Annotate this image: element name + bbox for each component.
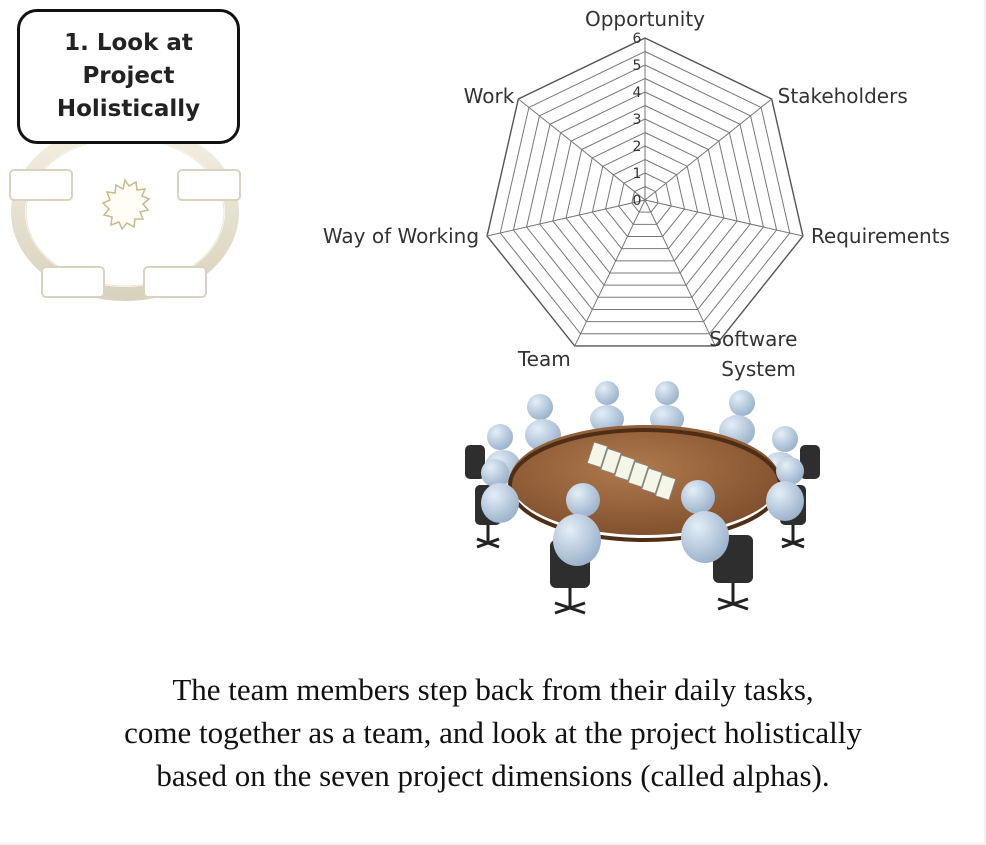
caption-line-2: come together as a team, and look at the… — [124, 715, 862, 750]
radar-tick-label: 6 — [633, 31, 642, 47]
radar-grid-ring — [591, 145, 699, 250]
radar-axis-label: Requirements — [811, 224, 950, 248]
radar-grid-ring — [631, 185, 659, 213]
radar-tick-label: 5 — [633, 58, 642, 74]
caption-line-1: The team members step back from their da… — [172, 672, 814, 707]
radar-grid-ring — [604, 158, 686, 237]
radar-grid-ring — [512, 64, 778, 323]
radar-grid-ring — [486, 37, 804, 347]
cycle-box-left — [9, 169, 73, 201]
radar-tick-label: 4 — [633, 85, 642, 101]
radar-grid-ring — [539, 91, 751, 298]
radar-axis-label: Team — [517, 347, 571, 371]
radar-grid-ring — [526, 77, 764, 310]
radar-tick-label: 0 — [633, 193, 642, 209]
chair-legs — [476, 525, 805, 615]
radar-tick-label: 2 — [633, 139, 642, 155]
step-card: 1. Look at Project Holistically — [17, 9, 240, 144]
cycle-box-bottom-left — [41, 266, 105, 298]
radar-axis-label: Opportunity — [585, 7, 705, 31]
alpha-radar-chart: 0 1 2 3 4 5 6OpportunityStakeholdersRequiremen… — [323, 7, 950, 381]
radar-spoke — [644, 199, 716, 347]
cycle-box-bottom-right — [143, 266, 207, 298]
cycle-ring — [11, 130, 239, 301]
step-title: 1. Look at Project Holistically — [56, 30, 201, 122]
cycle-box-right — [177, 169, 241, 201]
radar-spoke — [574, 199, 646, 347]
caption-line-3: based on the seven project dimensions (c… — [156, 758, 830, 793]
radar-grid-ring — [618, 172, 672, 225]
radar-axis-label: Way of Working — [323, 224, 479, 248]
alpha-cards — [586, 441, 677, 501]
radar-tick-label: 1 — [633, 166, 642, 182]
radar-axis-label: Work — [464, 84, 515, 108]
gear-icon — [101, 178, 151, 231]
radar-grid-ring — [499, 50, 791, 335]
alpha-cycle-illustration — [9, 130, 241, 301]
caption: The team members step back from their da… — [0, 668, 986, 797]
front-people — [481, 457, 804, 566]
radar-spoke — [644, 98, 772, 201]
radar-grid-ring — [552, 104, 738, 286]
radar-tick-label: 3 — [633, 112, 642, 128]
radar-grid-ring — [578, 131, 712, 262]
radar-spoke — [486, 199, 646, 237]
team-meeting-illustration — [465, 381, 820, 615]
radar-grid-ring — [565, 118, 725, 274]
radar-axis-label: Stakeholders — [778, 84, 908, 108]
radar-spoke — [518, 98, 646, 201]
radar-spoke — [644, 199, 804, 237]
